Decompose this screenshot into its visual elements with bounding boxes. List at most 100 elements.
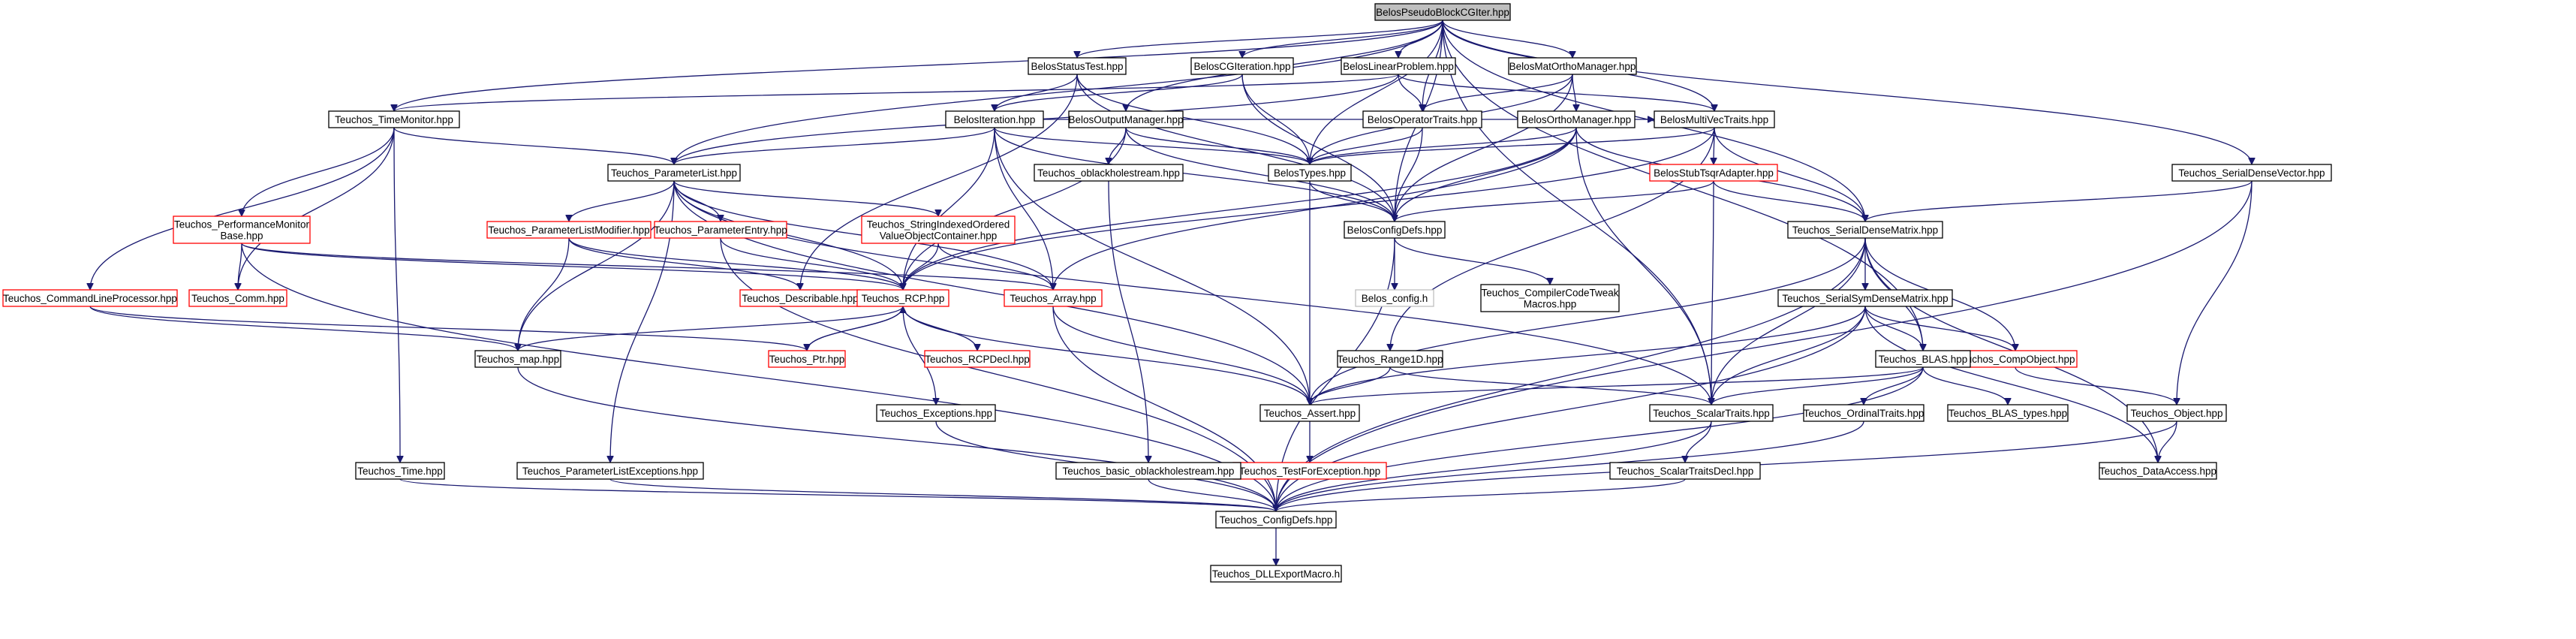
node-comm[interactable]: Teuchos_Comm.hpp	[188, 289, 287, 307]
node-blas[interactable]: Teuchos_BLAS.hpp	[1875, 350, 1971, 368]
node-label: Teuchos_map.hpp	[477, 354, 559, 365]
node-serialdensematrix[interactable]: Teuchos_SerialDenseMatrix.hpp	[1787, 221, 1943, 239]
node-rcp[interactable]: Teuchos_RCP.hpp	[856, 289, 949, 307]
edge-serialdensematrix-to-assert	[1310, 237, 1866, 405]
node-rcpdecl[interactable]: Teuchos_RCPDecl.hpp	[924, 350, 1031, 368]
node-box	[1508, 57, 1637, 75]
node-serialsymdense[interactable]: Teuchos_SerialSymDenseMatrix.hpp	[1777, 289, 1953, 307]
edge-serialsymdense-to-assert	[1310, 306, 1866, 405]
node-box	[1210, 565, 1342, 583]
node-label: Teuchos_CompilerCodeTweak	[1481, 288, 1618, 299]
node-operatortraits[interactable]: BelosOperatorTraits.hpp	[1362, 110, 1482, 128]
node-array[interactable]: Teuchos_Array.hpp	[1004, 289, 1103, 307]
node-scalartraitsdecl[interactable]: Teuchos_ScalarTraitsDecl.hpp	[1609, 462, 1761, 480]
node-box	[516, 462, 704, 480]
node-box	[474, 350, 561, 368]
node-box	[1259, 404, 1360, 422]
edge-root-to-cgiteration	[1242, 20, 1443, 59]
node-orthomanager[interactable]: BelosOrthoManager.hpp	[1517, 110, 1636, 128]
edge-scalartraitsdecl-to-configdefs	[1276, 478, 1686, 512]
node-cgiteration[interactable]: BelosCGIteration.hpp	[1190, 57, 1294, 75]
node-range1d[interactable]: Teuchos_Range1D.hpp	[1337, 350, 1443, 368]
node-label: Teuchos_CommandLineProcessor.hpp	[3, 293, 177, 304]
edge-blas-to-ordinaltraits	[1864, 366, 1924, 405]
node-assert[interactable]: Teuchos_Assert.hpp	[1259, 404, 1360, 422]
node-cmdlineprocessor[interactable]: Teuchos_CommandLineProcessor.hpp	[2, 289, 178, 307]
edge-serialsymdense-to-scalartraits	[1711, 306, 1866, 405]
edge-stringindexed-to-rcp	[903, 243, 939, 290]
edge-outputmanager-to-belosconfigdefs	[1125, 127, 1395, 222]
node-paramentry[interactable]: Teuchos_ParameterEntry.hpp	[654, 221, 787, 239]
node-belostypes[interactable]: BelosTypes.hpp	[1268, 164, 1352, 182]
node-dllexport[interactable]: Teuchos_DLLExportMacro.h	[1210, 565, 1342, 583]
node-map[interactable]: Teuchos_map.hpp	[474, 350, 561, 368]
edge-parameterlist-to-map	[518, 180, 675, 351]
node-label: Teuchos_RCPDecl.hpp	[925, 354, 1030, 365]
edge-root-to-matortho	[1442, 20, 1572, 59]
node-ordinaltraits[interactable]: Teuchos_OrdinalTraits.hpp	[1803, 404, 1924, 422]
edge-cmdlineprocessor-to-ptr	[89, 306, 807, 351]
node-box	[188, 289, 287, 307]
edge-rcp-to-assert	[902, 306, 1310, 405]
edge-root-to-timemonitor	[394, 20, 1443, 112]
edge-outputmanager-to-oblackholestream	[1109, 127, 1127, 164]
node-statustest[interactable]: BelosStatusTest.hpp	[1028, 57, 1127, 75]
edge-map-to-configdefs	[517, 366, 1276, 511]
edge-cgiteration-to-iteration	[995, 74, 1243, 112]
node-box	[486, 221, 652, 239]
node-testforexception[interactable]: Teuchos_TestForException.hpp	[1232, 462, 1387, 480]
node-configdefs[interactable]: Teuchos_ConfigDefs.hpp	[1215, 511, 1337, 529]
edge-statustest-to-iteration	[995, 74, 1078, 112]
node-linearproblem[interactable]: BelosLinearProblem.hpp	[1341, 57, 1456, 75]
node-ptr[interactable]: Teuchos_Ptr.hpp	[768, 350, 846, 368]
edge-root-to-parameterlist	[674, 20, 1443, 164]
node-compobject[interactable]: Teuchos_CompObject.hpp	[1953, 350, 2078, 368]
node-stringindexed[interactable]: Teuchos_StringIndexedOrderedValueObjectC…	[861, 216, 1016, 244]
node-label: BelosConfigDefs.hpp	[1347, 225, 1443, 236]
node-oblackholestream[interactable]: Teuchos_oblackholestream.hpp	[1034, 164, 1184, 182]
node-blastypes[interactable]: Teuchos_BLAS_types.hpp	[1947, 404, 2069, 422]
node-paramlistmodifier[interactable]: Teuchos_ParameterListModifier.hpp	[486, 221, 652, 239]
edge-multivectraits-to-serialdensematrix	[1714, 127, 1865, 222]
edge-perfmonitor-to-rcp	[241, 243, 903, 291]
node-label: Teuchos_oblackholestream.hpp	[1037, 167, 1180, 179]
node-label: Belos_config.h	[1362, 293, 1428, 304]
node-paramlistexceptions[interactable]: Teuchos_ParameterListExceptions.hpp	[516, 462, 704, 480]
node-stubtsqr[interactable]: BelosStubTsqrAdapter.hpp	[1649, 164, 1778, 182]
node-label: Teuchos_DLLExportMacro.h	[1212, 568, 1340, 580]
node-box	[1803, 404, 1924, 422]
node-basicoblackhole[interactable]: Teuchos_basic_oblackholestream.hpp	[1055, 462, 1241, 480]
node-matortho[interactable]: BelosMatOrthoManager.hpp	[1508, 57, 1637, 75]
node-box	[2126, 404, 2227, 422]
node-time[interactable]: Teuchos_Time.hpp	[355, 462, 445, 480]
node-scalartraits[interactable]: Teuchos_ScalarTraits.hpp	[1649, 404, 1774, 422]
node-box	[1609, 462, 1761, 480]
edge-orthomanager-to-belosconfigdefs	[1395, 127, 1577, 222]
node-parameterlist[interactable]: Teuchos_ParameterList.hpp	[607, 164, 741, 182]
edge-range1d-to-assert	[1310, 366, 1391, 405]
node-timemonitor[interactable]: Teuchos_TimeMonitor.hpp	[328, 110, 460, 128]
node-iteration[interactable]: BelosIteration.hpp	[945, 110, 1044, 128]
node-label: Teuchos_PerformanceMonitor	[174, 219, 310, 231]
node-exceptions[interactable]: Teuchos_Exceptions.hpp	[876, 404, 996, 422]
node-belosconfigh[interactable]: Belos_config.h	[1355, 289, 1434, 307]
node-outputmanager[interactable]: BelosOutputManager.hpp	[1068, 110, 1184, 128]
node-describable[interactable]: Teuchos_Describable.hpp	[739, 289, 861, 307]
node-label: BelosStubTsqrAdapter.hpp	[1654, 167, 1774, 179]
node-object[interactable]: Teuchos_Object.hpp	[2126, 404, 2227, 422]
node-box	[2171, 164, 2332, 182]
edge-iteration-to-array	[994, 127, 1053, 290]
edge-range1d-to-scalartraits	[1389, 366, 1711, 405]
node-label: Teuchos_SerialDenseMatrix.hpp	[1792, 225, 1938, 236]
edge-serialsymdense-to-configdefs	[1276, 306, 1866, 511]
node-belosconfigdefs[interactable]: BelosConfigDefs.hpp	[1344, 221, 1446, 239]
node-root[interactable]: BelosPseudoBlockCGIter.hpp	[1374, 3, 1511, 21]
edge-outputmanager-to-belostypes	[1125, 127, 1310, 165]
node-box	[1787, 221, 1943, 239]
node-dataaccess[interactable]: Teuchos_DataAccess.hpp	[2099, 462, 2217, 480]
node-label: Teuchos_Assert.hpp	[1264, 408, 1356, 419]
node-serialdensevector[interactable]: Teuchos_SerialDenseVector.hpp	[2171, 164, 2332, 182]
node-multivectraits[interactable]: BelosMultiVecTraits.hpp	[1654, 110, 1775, 128]
